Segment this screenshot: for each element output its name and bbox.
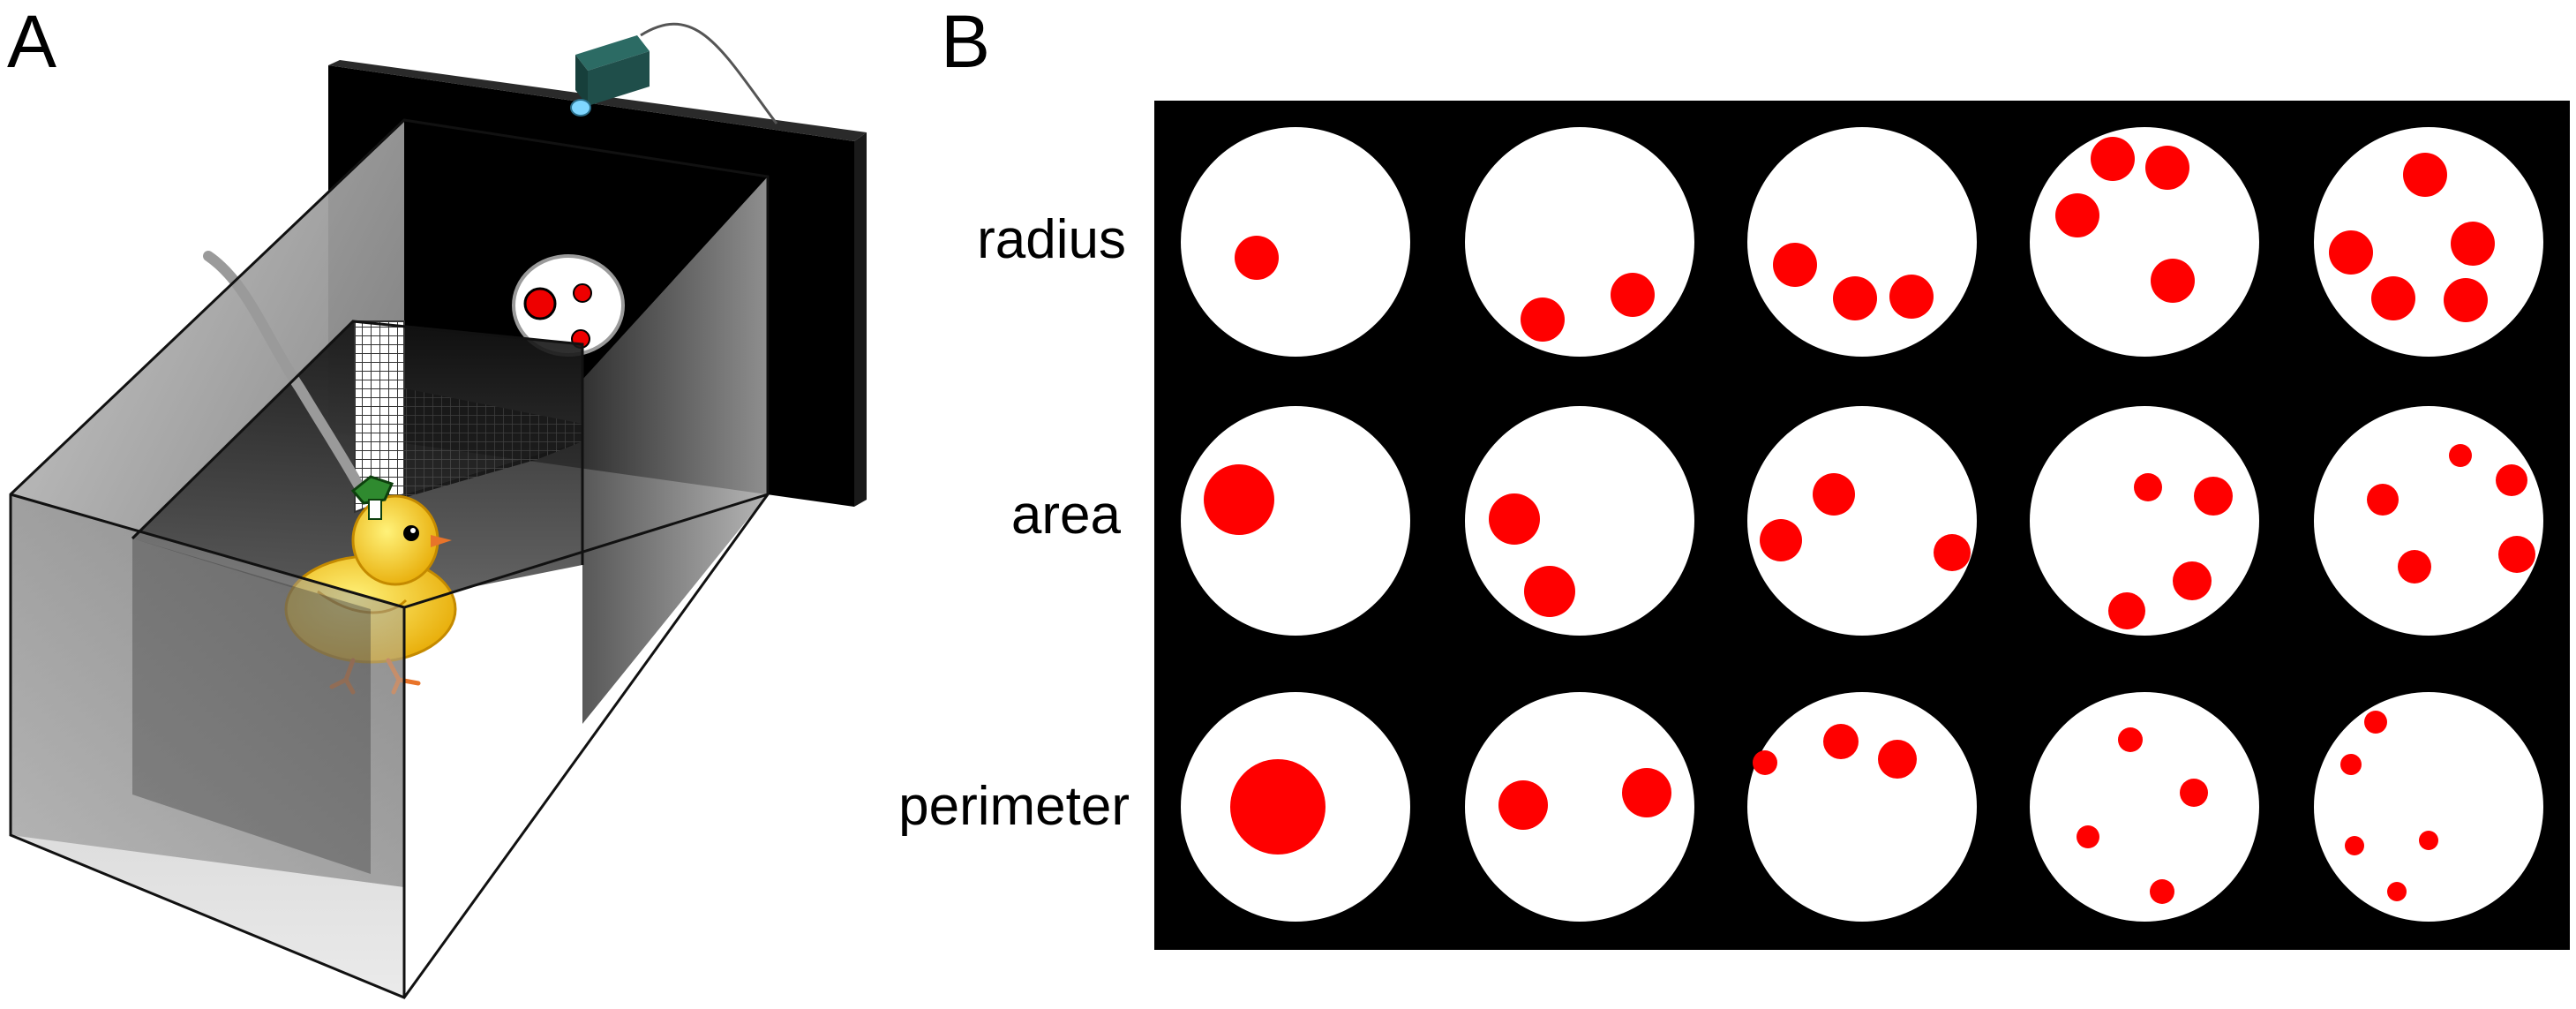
red-dot (2449, 444, 2472, 467)
front-glass-wall (11, 494, 404, 998)
red-dot (1823, 724, 1859, 759)
stimulus-radius-4 (2030, 127, 2259, 357)
red-dot (2340, 754, 2362, 775)
row-labels: radius area perimeter (898, 209, 1130, 837)
red-dot (2451, 222, 2495, 266)
row-label-area: area (1011, 485, 1122, 546)
panel-a-letter: A (7, 0, 56, 83)
stimulus-perimeter-2 (1465, 692, 1694, 922)
red-dot (1611, 273, 1655, 317)
red-dot (1753, 750, 1777, 775)
red-dot (2364, 711, 2387, 734)
tether-cable (203, 251, 369, 500)
stimulus-area-2 (1465, 406, 1694, 636)
red-dot (2444, 278, 2488, 322)
red-dot (2091, 137, 2135, 181)
red-dot (2118, 727, 2143, 752)
red-dot (2173, 561, 2212, 600)
red-dot (1204, 464, 1274, 535)
red-dot (1833, 276, 1877, 320)
stimulus-disc (2030, 127, 2259, 357)
red-dot (2151, 259, 2195, 303)
red-dot (2387, 882, 2407, 901)
red-dot (1760, 519, 1802, 561)
red-dot (1889, 275, 1934, 319)
stimulus-disc (1747, 127, 1977, 357)
row-label-radius: radius (977, 209, 1126, 270)
panel-b-letter: B (941, 0, 990, 83)
stimulus-disc (2314, 692, 2543, 922)
panel-a: A (7, 0, 867, 999)
red-dot (2398, 550, 2431, 584)
red-dot (1934, 534, 1971, 571)
box-outline (9, 118, 770, 999)
stimulus-disc (1465, 692, 1694, 922)
red-dot (2150, 879, 2174, 904)
stimulus-disc (2314, 406, 2543, 636)
red-dot (1878, 740, 1917, 779)
panel-b: B radius area perimeter (898, 0, 2570, 950)
red-dot (2077, 825, 2099, 848)
red-dot (1524, 566, 1575, 617)
red-dot (1622, 768, 1671, 817)
red-dot (1489, 493, 1540, 545)
stimulus-disc (1747, 406, 1977, 636)
red-dot (2345, 836, 2364, 855)
camera-icon (570, 23, 778, 124)
red-dot (2403, 153, 2447, 197)
stimulus-area-5 (2314, 406, 2543, 636)
red-dot (2371, 276, 2415, 320)
stimulus-disc (1465, 127, 1694, 357)
back-wall-edge (854, 132, 867, 507)
stimulus-display-icon (512, 254, 625, 357)
stimulus-perimeter-5 (2314, 692, 2543, 922)
stimulus-disc (2030, 406, 2259, 636)
red-dot (1773, 243, 1817, 287)
red-dot (2145, 146, 2189, 190)
stimulus-radius-3 (1747, 127, 1977, 357)
stimulus-radius-2 (1465, 127, 1694, 357)
red-dot (2496, 464, 2527, 496)
stimulus-radius-1 (1181, 127, 1410, 357)
red-dot (1498, 780, 1548, 830)
stimulus-area-3 (1747, 406, 1977, 636)
stimulus-disc (1465, 406, 1694, 636)
stimulus-area-1 (1181, 406, 1410, 636)
red-dot (2194, 477, 2233, 516)
right-wall (582, 177, 768, 724)
stimulus-grid (1181, 127, 2543, 922)
stimulus-disc (1181, 406, 1410, 636)
red-dot (2180, 779, 2208, 807)
red-dot (2498, 536, 2535, 573)
red-dot (1521, 297, 1565, 342)
red-dot (2108, 592, 2145, 629)
stimulus-perimeter-1 (1181, 692, 1410, 922)
row-label-perimeter: perimeter (898, 776, 1130, 837)
stimulus-disc (1747, 692, 1977, 922)
red-dot (1230, 759, 1326, 855)
red-dot (2367, 484, 2399, 516)
red-dot (1813, 473, 1855, 516)
stimulus-radius-5 (2314, 127, 2543, 357)
red-dot (2329, 230, 2373, 275)
stimulus-perimeter-4 (2030, 692, 2259, 922)
stimulus-area-4 (2030, 406, 2259, 636)
red-dot (2055, 193, 2099, 237)
red-dot (1235, 236, 1279, 280)
stimulus-disc (1181, 127, 1410, 357)
stimulus-perimeter-3 (1747, 692, 1977, 922)
red-dot (2419, 831, 2438, 850)
red-dot (2134, 473, 2162, 501)
apparatus-diagram (9, 23, 867, 999)
stimulus-disc (2030, 692, 2259, 922)
